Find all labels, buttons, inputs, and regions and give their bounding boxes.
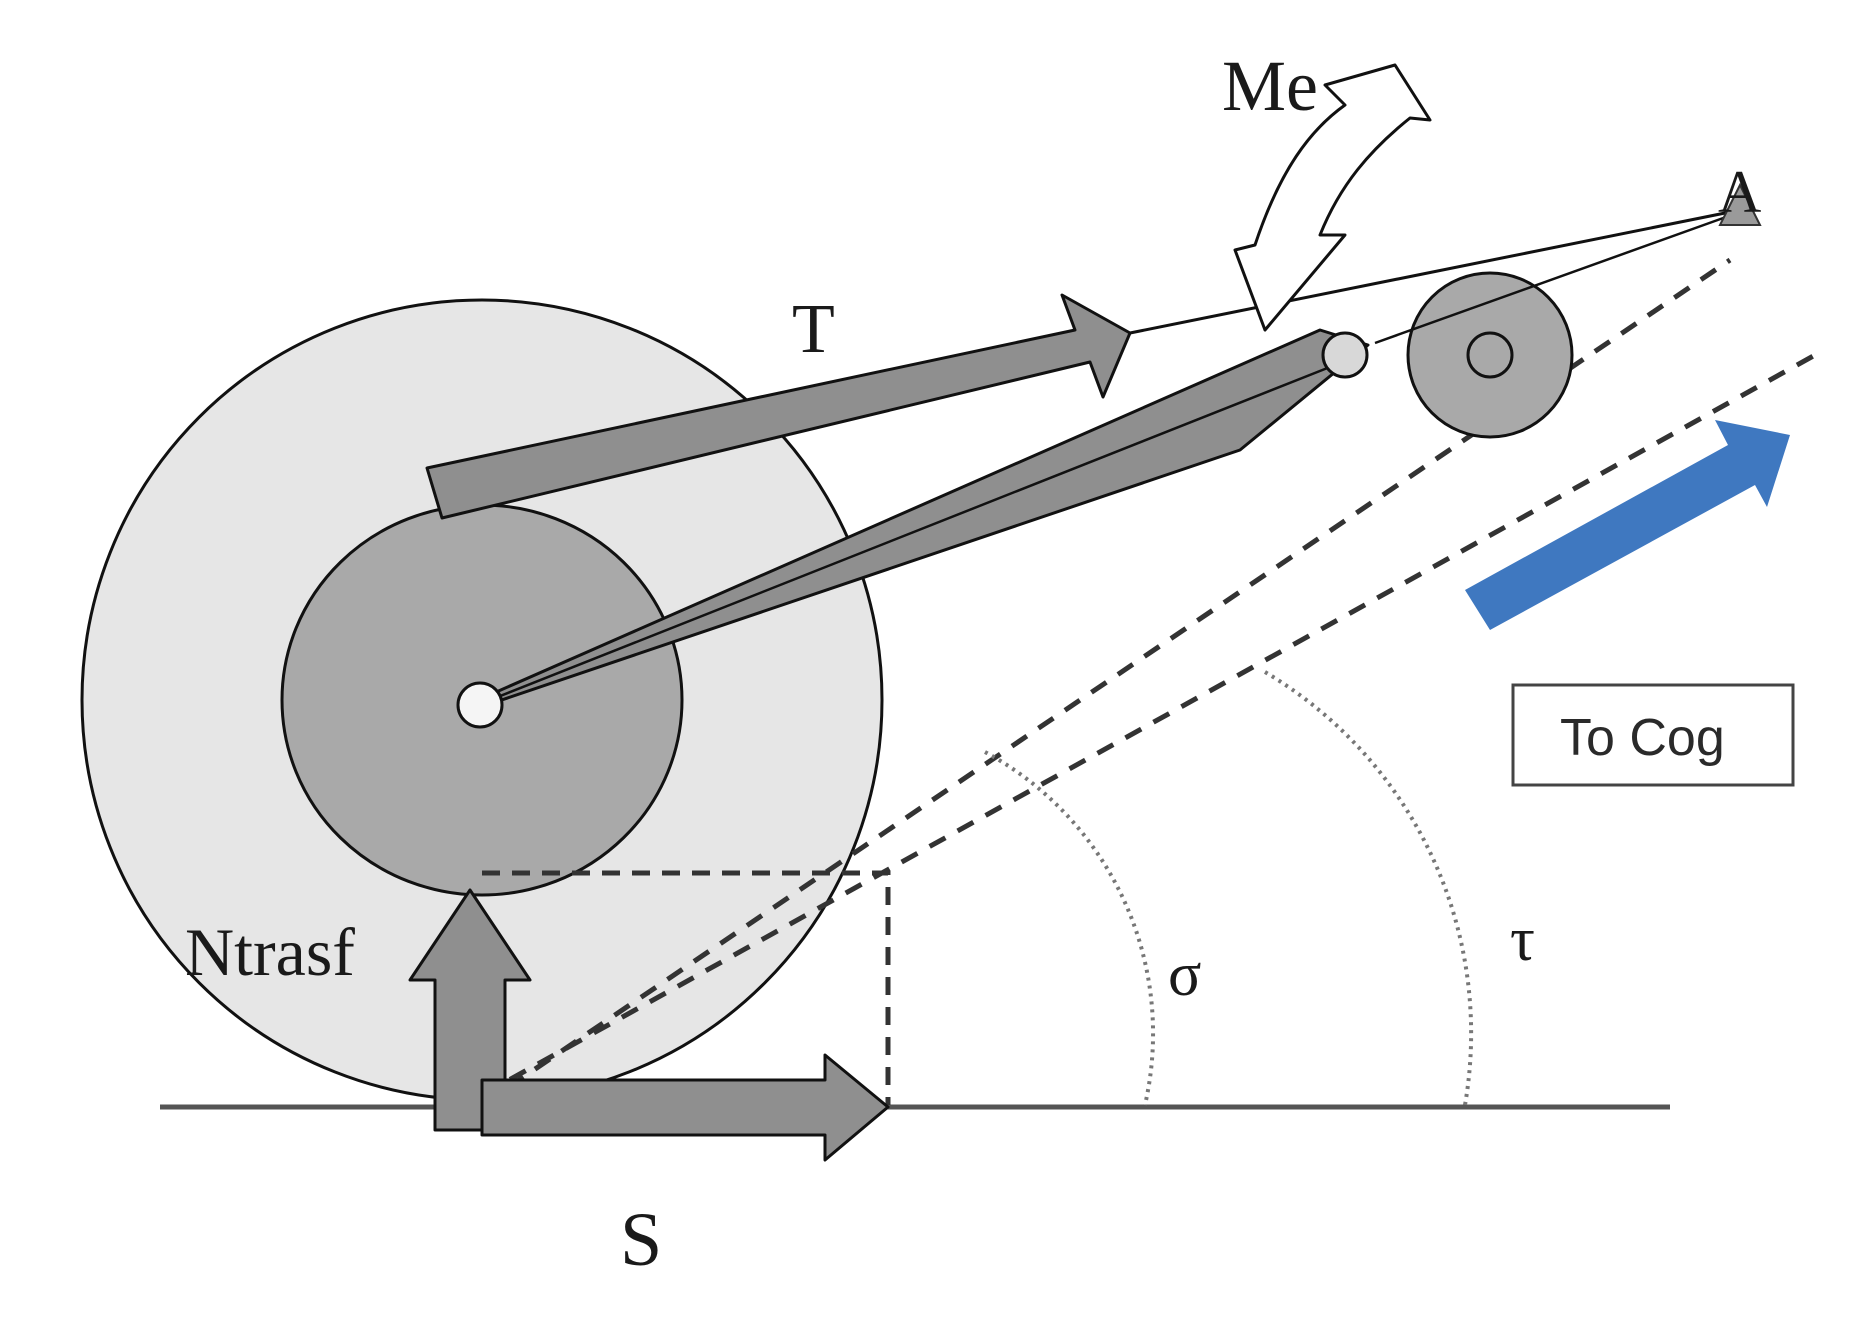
- label-angle-tau: τ: [1510, 906, 1535, 974]
- dashed-force-rectangle: [482, 870, 891, 1105]
- swingarm-ridge: [479, 363, 1336, 706]
- chain-tension-arrow: [425, 293, 1132, 520]
- label-normal-force: Ntrasf: [185, 914, 355, 990]
- friction-force-arrow: [480, 1053, 890, 1162]
- point-a-marker: [1718, 182, 1762, 226]
- swingarm-pivot: [1321, 331, 1369, 379]
- sprocket-chain-line: [1374, 210, 1741, 345]
- label-angle-sigma: σ: [1168, 941, 1201, 1009]
- angle-arc-sigma: [984, 750, 1156, 1106]
- front-sprocket-center: [1466, 331, 1514, 379]
- angle-arc-tau: [1263, 670, 1474, 1106]
- label-point-a: A: [1718, 159, 1761, 225]
- rear-axle: [456, 681, 504, 729]
- chain-line: [1129, 208, 1741, 335]
- cog-direction-arrow: [1465, 420, 1790, 630]
- torque-arrow: [1233, 63, 1432, 332]
- label-chain-tension: T: [792, 291, 835, 368]
- label-torque: Me: [1222, 46, 1318, 126]
- label-friction-force: S: [620, 1198, 662, 1282]
- cog-label-box: [1511, 683, 1795, 787]
- label-cog-box: To Cog: [1560, 709, 1725, 767]
